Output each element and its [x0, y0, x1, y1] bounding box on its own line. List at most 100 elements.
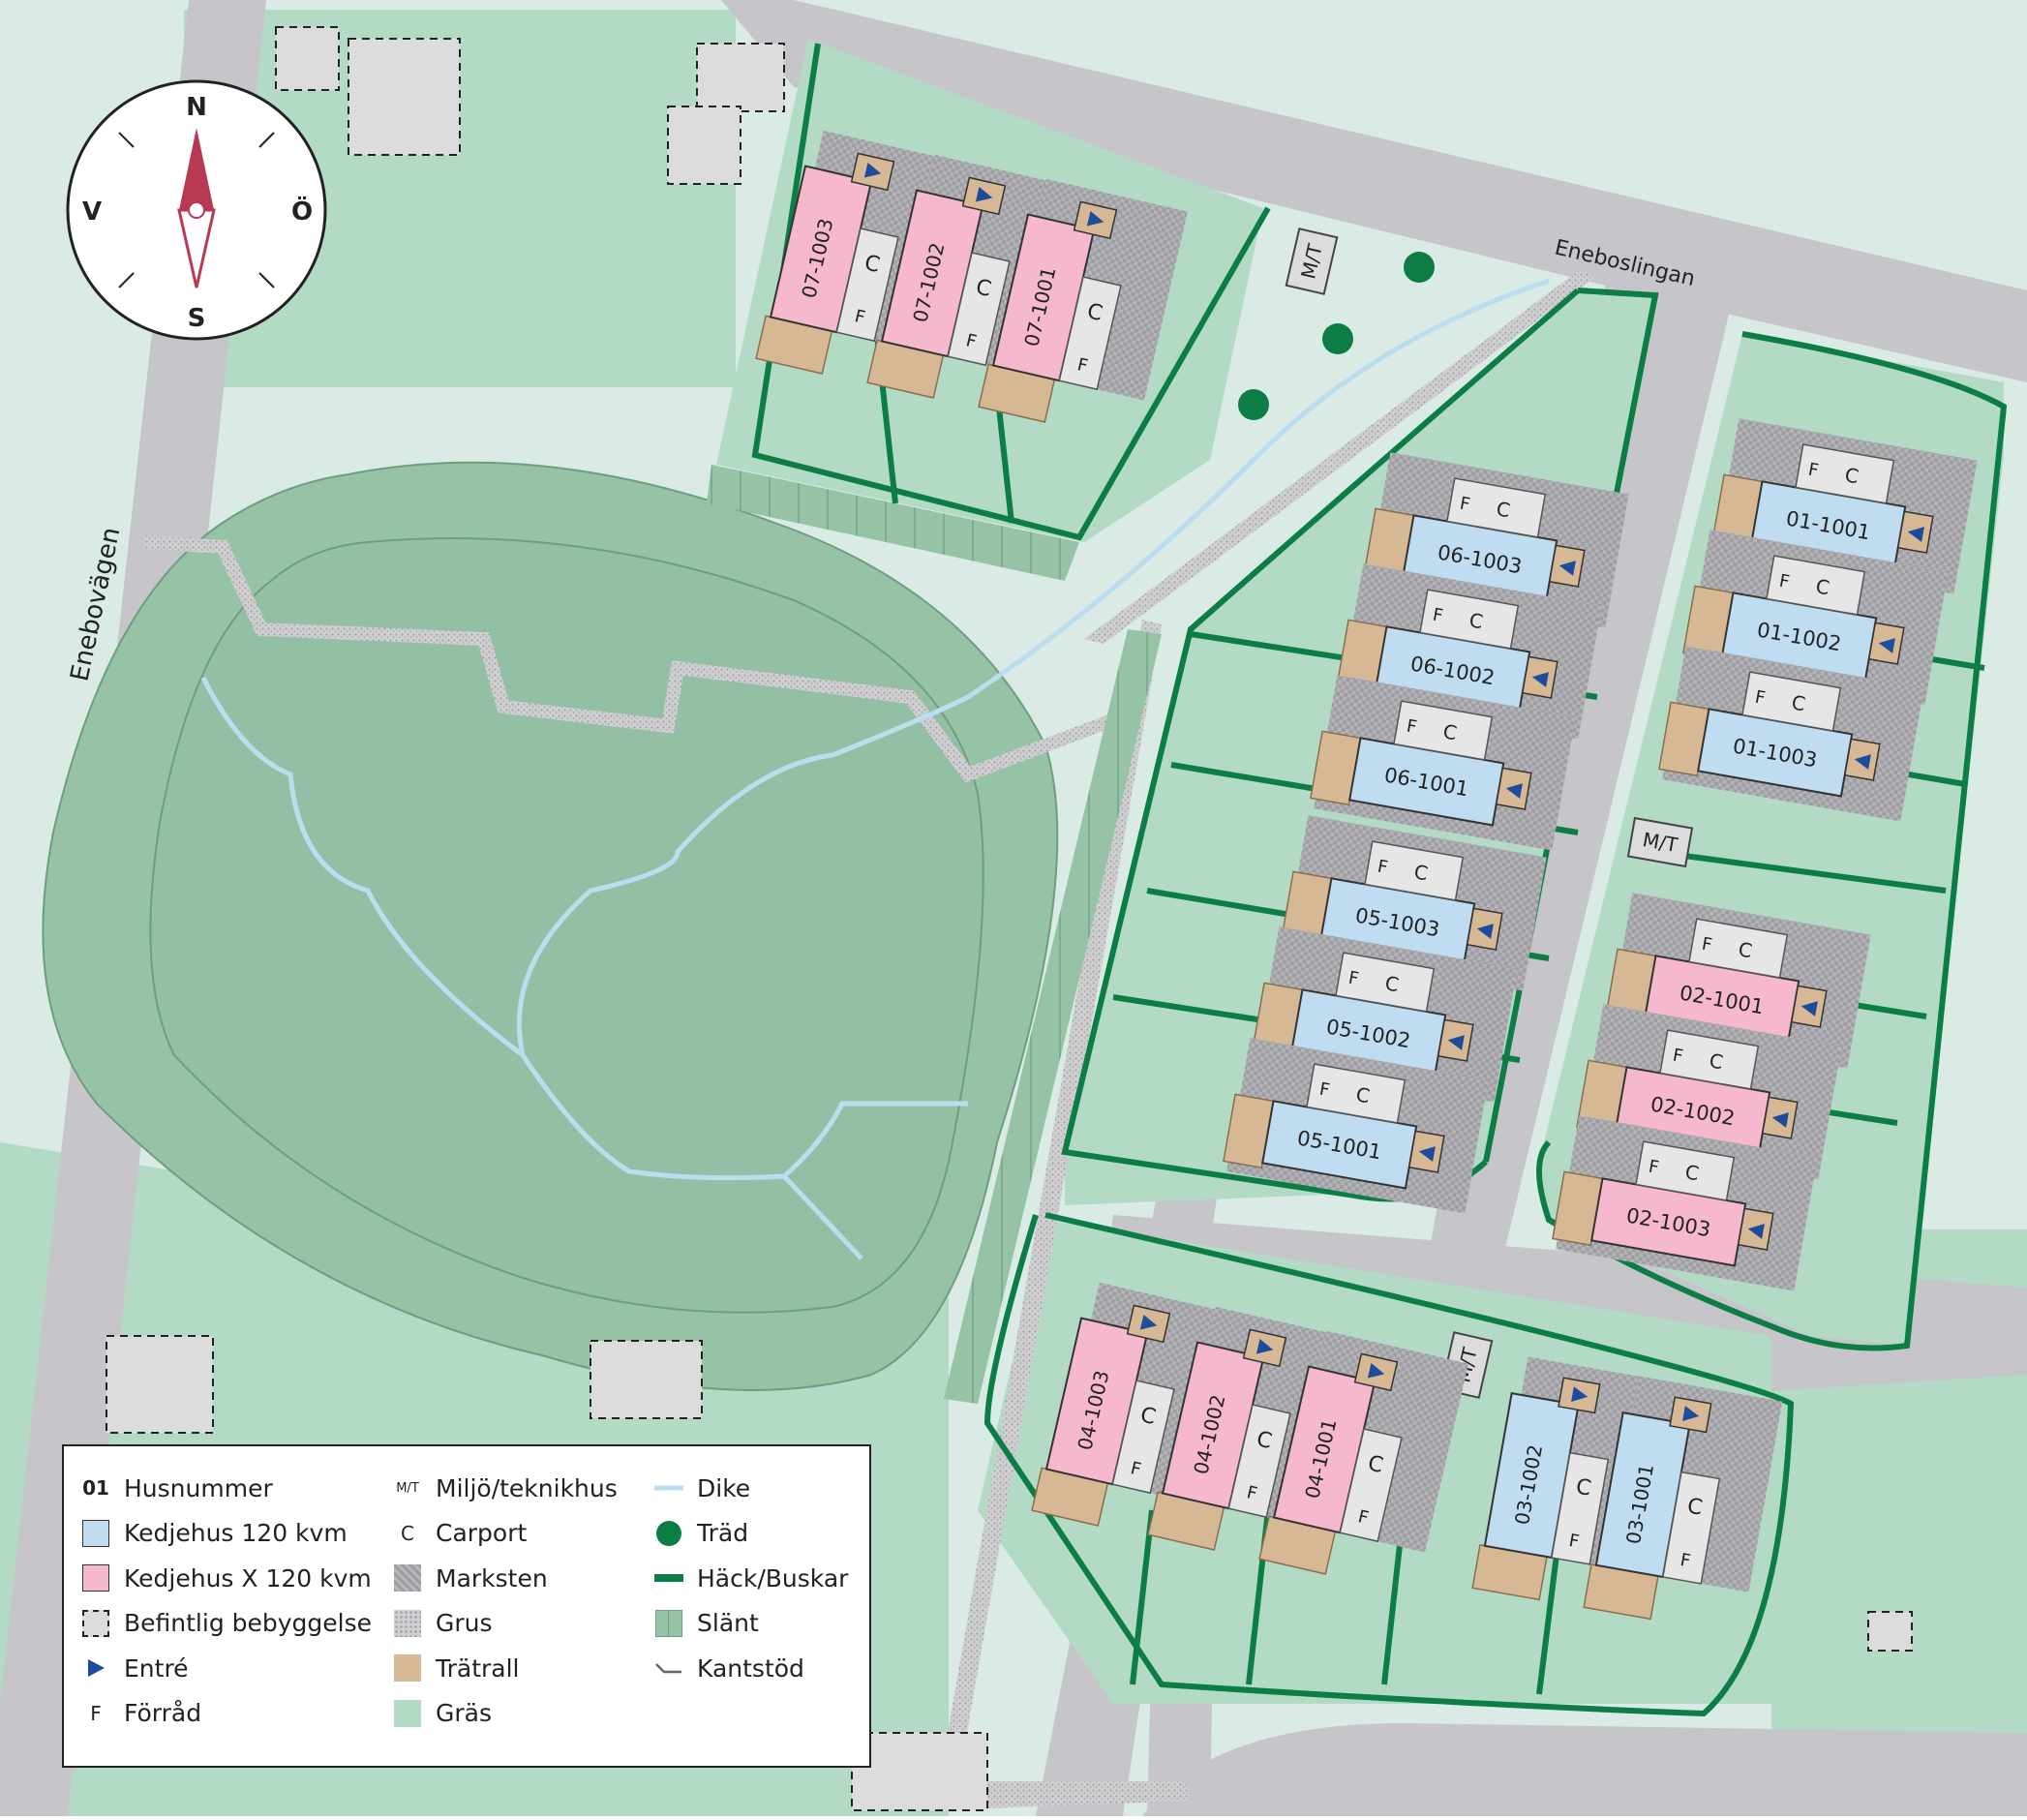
legend-label: Kedjehus X 120 kvm	[124, 1563, 372, 1592]
entry-arrow-icon	[1907, 527, 1924, 542]
storage-label: F	[1129, 1458, 1143, 1480]
entry-arrow-icon	[863, 162, 882, 178]
legend-label: Grus	[436, 1609, 493, 1638]
legend-item: Träd	[654, 1511, 848, 1557]
storage-label: F	[1458, 494, 1471, 515]
storage-label: F	[853, 306, 867, 328]
storage-label: F	[1671, 1046, 1684, 1067]
storage-label: F	[1356, 1506, 1371, 1529]
legend-item: Befintlig bebyggelse	[81, 1601, 372, 1647]
entry-arrow-icon	[1418, 1146, 1436, 1162]
carport	[1393, 700, 1494, 761]
entry-arrow-icon	[1771, 1112, 1789, 1128]
storage-label: F	[1679, 1550, 1692, 1571]
carport	[1635, 1140, 1736, 1201]
legend-item: Marksten	[393, 1556, 618, 1601]
storage-label: F	[1700, 934, 1713, 956]
ditches	[200, 278, 1550, 1260]
carport-label: C	[1495, 497, 1512, 522]
existing-buildings	[106, 26, 1913, 1811]
legend-item: Grus	[393, 1601, 618, 1647]
carport	[1741, 671, 1842, 732]
tree-icon	[654, 1519, 683, 1548]
carport-label: C	[1085, 299, 1105, 326]
entry-arrow-icon	[1139, 1314, 1158, 1330]
storage-label: F	[964, 330, 979, 352]
trees	[1238, 252, 1435, 420]
retention-pond	[149, 537, 984, 1314]
entry-arrow-icon	[1800, 1001, 1818, 1016]
legend-label: Häck/Buskar	[697, 1563, 849, 1592]
carport-label: C	[974, 275, 994, 302]
carport	[1688, 918, 1789, 979]
storage-label: F	[1245, 1482, 1259, 1504]
entry-arrow-icon	[975, 186, 993, 202]
carport	[1364, 840, 1465, 901]
legend-item: Entré	[81, 1646, 372, 1691]
carport	[1111, 1380, 1175, 1495]
legend-label: Träd	[697, 1519, 749, 1548]
carport	[835, 228, 899, 343]
gravel-walkway	[934, 620, 1191, 1810]
carport	[1227, 1404, 1291, 1519]
carport	[1766, 555, 1866, 616]
deck-swatch	[394, 1654, 421, 1683]
ditch-icon	[654, 1473, 683, 1502]
carport-label: C	[1138, 1403, 1159, 1430]
house-number-symbol: 01	[82, 1476, 109, 1501]
compass-rose: N S V Ö	[66, 79, 327, 341]
legend-item: Dike	[654, 1466, 848, 1511]
legend-label: Befintlig bebyggelse	[124, 1609, 373, 1638]
existing-building-swatch	[82, 1609, 109, 1637]
compass-e: Ö	[291, 195, 313, 227]
gravel-path	[144, 535, 1126, 783]
entry-arrow-icon	[1854, 754, 1871, 770]
carport-label: C	[1467, 608, 1485, 633]
entry-arrow-icon	[1256, 1338, 1274, 1354]
carport	[1659, 1029, 1760, 1090]
carport-label: C	[1708, 1048, 1725, 1074]
gravel-diagonal	[1084, 271, 1597, 644]
carport-label: C	[1366, 1451, 1386, 1478]
entry-arrow-icon	[1558, 561, 1576, 576]
legend-label: Kantstöd	[697, 1653, 804, 1683]
storage-label: F	[1075, 354, 1090, 377]
carport-label: C	[1412, 860, 1430, 885]
legend-item: Slänt	[654, 1601, 848, 1647]
entry-arrow-icon	[1476, 924, 1494, 939]
hedge-icon	[654, 1563, 683, 1592]
carport-label: C	[1683, 1160, 1701, 1185]
carport-label: C	[1255, 1427, 1275, 1454]
carport-label: C	[1843, 463, 1861, 488]
carport	[1550, 1451, 1610, 1565]
legend-label: Dike	[697, 1473, 751, 1502]
storage-label: F	[1647, 1157, 1660, 1178]
compass-n: N	[186, 93, 207, 122]
legend-label: Marksten	[436, 1563, 548, 1592]
storage-symbol: F	[90, 1701, 102, 1725]
storage-label: F	[1431, 605, 1444, 626]
storage-label: F	[1405, 716, 1418, 738]
compass-w: V	[82, 197, 102, 227]
carport-label: C	[1737, 937, 1754, 962]
carport	[1795, 443, 1895, 504]
slope-strip-north	[707, 465, 1079, 581]
storage-label: F	[1567, 1531, 1581, 1552]
entry-arrow-icon	[1367, 1362, 1385, 1379]
entry-arrow-icon	[1747, 1224, 1765, 1239]
entry-arrow-icon	[1505, 783, 1523, 799]
